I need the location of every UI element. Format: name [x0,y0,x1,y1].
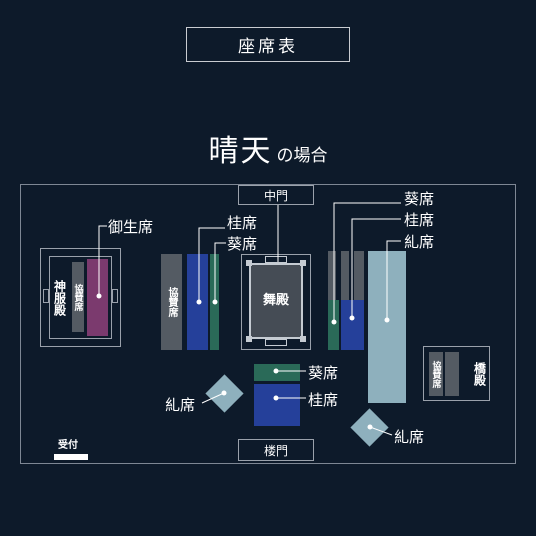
bridge-kyosan-seat [445,352,459,396]
tadasu-bottom-label: 糺席 [394,428,425,446]
katsura-seat-center [254,384,300,426]
shrine-label: 神服殿 [52,280,67,316]
weather-heading: 晴天 の場合 [0,126,536,169]
stage-stair-bottom [265,339,287,346]
katsura-seat-right [341,300,364,350]
shrine-building-inner [49,256,112,339]
shrine-building-outline [40,248,121,347]
kyosan-seat-right [328,251,336,300]
heading-main: 晴天 [208,134,273,169]
aoi-right-label: 葵席 [404,190,435,208]
katsura-right-label: 桂席 [404,211,435,229]
reception-label: 受付 [58,440,78,451]
bridge-building-outline [423,346,490,401]
stage-stair-top [265,256,287,263]
page-title: 座席表 [186,27,350,62]
katsura-left-label: 桂席 [227,214,258,232]
shrine-kyosan-seat: 協賛席 [72,262,84,332]
heading-suffix: の場合 [276,146,328,166]
tadasu-right-label: 糺席 [404,233,435,251]
gyosei-label: 御生席 [108,218,154,236]
aoi-left-label: 葵席 [227,235,258,253]
kyosan-seat-right [354,251,364,300]
north-gate: 中門 [238,185,314,205]
aoi-seat-right [328,300,339,350]
stage-pillar [300,336,306,342]
reception-marker: 受付 [54,436,88,460]
tadasu-center-label: 糺席 [165,396,196,414]
reception-bar [54,454,88,460]
stage-pillar [246,336,252,342]
kyosan-seat-right [341,251,349,300]
stage-building [249,263,303,339]
katsura-center-label: 桂席 [308,391,339,409]
bridge-kyosan-seat: 協賛席 [429,352,443,396]
stage-pillar [300,260,306,266]
shrine-step-left [43,289,49,303]
shrine-step-right [112,289,118,303]
stage-pillar [246,260,252,266]
grounds-outline [20,184,516,464]
bridge-label: 橋殿 [472,362,487,386]
south-gate: 楼門 [238,439,314,461]
aoi-center-label: 葵席 [308,364,339,382]
kyosan-seat-left: 協賛席 [161,254,182,350]
stage-outline [241,254,311,350]
stage-label: 舞殿 [262,292,289,308]
